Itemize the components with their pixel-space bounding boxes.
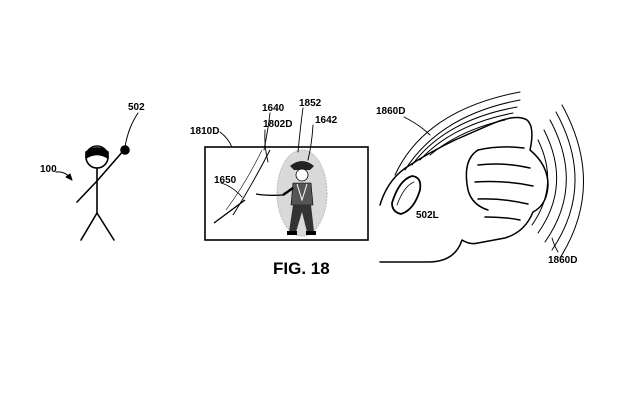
label-1860d-right: 1860D [548, 255, 577, 266]
finger-4 [477, 198, 529, 205]
glove-controller-pad [391, 175, 422, 215]
label-1852: 1852 [299, 98, 322, 109]
label-1642: 1642 [315, 115, 338, 126]
user-right-leg [96, 212, 115, 241]
feedback-waves-right [531, 104, 584, 259]
leader-1852 [297, 107, 304, 153]
character-boot-left [287, 231, 297, 235]
sword-icon [255, 193, 284, 196]
wave-top-1 [404, 99, 521, 171]
user-left-leg [80, 212, 98, 241]
label-1810d: 1810D [190, 126, 219, 137]
virtual-wand [213, 199, 246, 224]
finger-3 [474, 180, 534, 187]
character-hat-icon [290, 161, 314, 170]
label-502: 502 [128, 102, 145, 113]
label-100: 100 [40, 164, 57, 175]
label-1650: 1650 [214, 175, 237, 186]
wave-right-4 [551, 111, 576, 251]
leader-1810d [219, 131, 233, 148]
leader-1642 [307, 124, 314, 161]
leader-1860d-top [403, 116, 431, 136]
finger-2 [477, 163, 531, 169]
wave-top-3 [419, 112, 514, 161]
pad-inner [396, 181, 415, 206]
wave-top-2 [411, 106, 518, 166]
character-vest [296, 183, 308, 202]
wave-top-4 [394, 91, 521, 176]
hand-glove [379, 116, 549, 263]
feedback-waves-top [394, 91, 521, 176]
wave-right-5 [559, 104, 584, 259]
glove-outline [379, 116, 549, 263]
pirate-character [282, 161, 316, 235]
label-1640: 1640 [262, 103, 285, 114]
wave-right-3 [544, 119, 567, 243]
figure-caption: FIG. 18 [273, 259, 330, 278]
finger-1 [477, 146, 525, 151]
leader-1640 [263, 112, 271, 151]
leader-502 [124, 112, 139, 148]
user-left-arm [76, 180, 98, 203]
character-arm [282, 186, 294, 197]
headset-icon [85, 147, 109, 159]
wave-right-2 [537, 129, 558, 234]
label-502l: 502L [416, 210, 439, 221]
leader-1860d-right [551, 237, 559, 253]
character-legs [289, 205, 314, 232]
character-face [295, 168, 309, 182]
leader-1802d [264, 129, 269, 163]
user-right-arm [96, 149, 125, 182]
leader-1650 [220, 182, 243, 198]
screen-panel [204, 146, 369, 241]
finger-5 [484, 216, 521, 221]
character-torso [290, 182, 314, 206]
label-1802d: 1802D [263, 119, 292, 130]
arrowhead-100 [65, 173, 73, 181]
user-figure [55, 112, 139, 241]
wave-right-1 [531, 139, 549, 226]
wave-top-5 [429, 119, 506, 156]
screen-leaders [219, 107, 314, 198]
swing-arc-inner [225, 149, 263, 211]
label-1860d-top: 1860D [376, 106, 405, 117]
thumb [465, 149, 489, 211]
character-boot-right [306, 231, 316, 235]
